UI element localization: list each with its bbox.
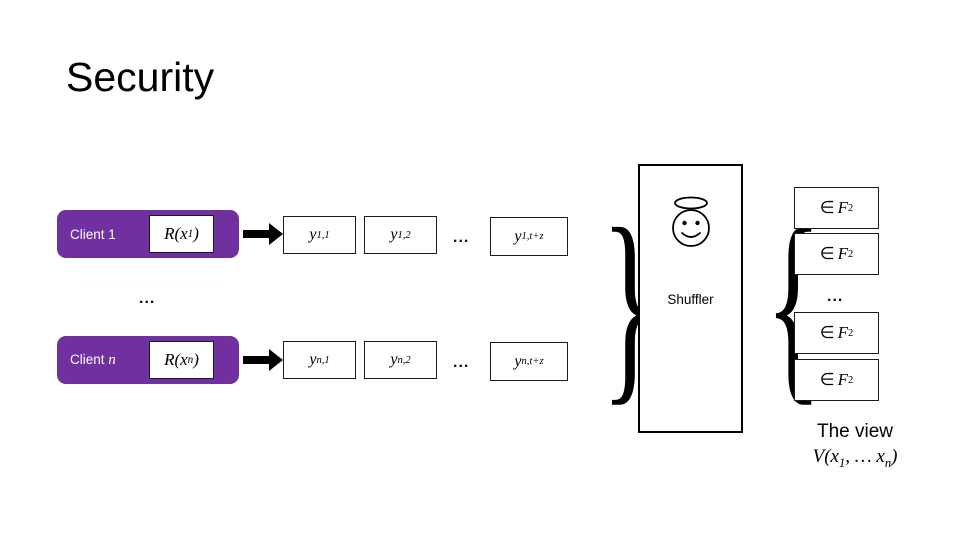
message-row-n-ellipsis: ... [453,354,470,371]
arrow-head [269,223,283,245]
arrow-client-1-to-messages [243,223,287,245]
arrow-shaft [243,230,271,238]
view-title: The view [816,421,894,442]
shuffler-label: Shuffler [667,292,714,307]
clients-ellipsis: ... [139,290,156,307]
outputs-ellipsis: ... [827,288,844,305]
shuffler-box[interactable]: Shuffler [638,164,743,433]
arrow-shaft [243,356,271,364]
view-caption: The view V(x1, … xn) [760,420,950,476]
view-formula: V(x1, … xn) [812,446,898,470]
arrow-head [269,349,283,371]
client-label-n: Client n [70,351,116,368]
client-label-1: Client 1 [70,226,116,242]
angel-smiley-icon [671,196,710,247]
arrow-client-n-to-messages [243,349,287,371]
message-row-1-ellipsis: ... [453,229,470,246]
page-title: Security [66,54,215,100]
